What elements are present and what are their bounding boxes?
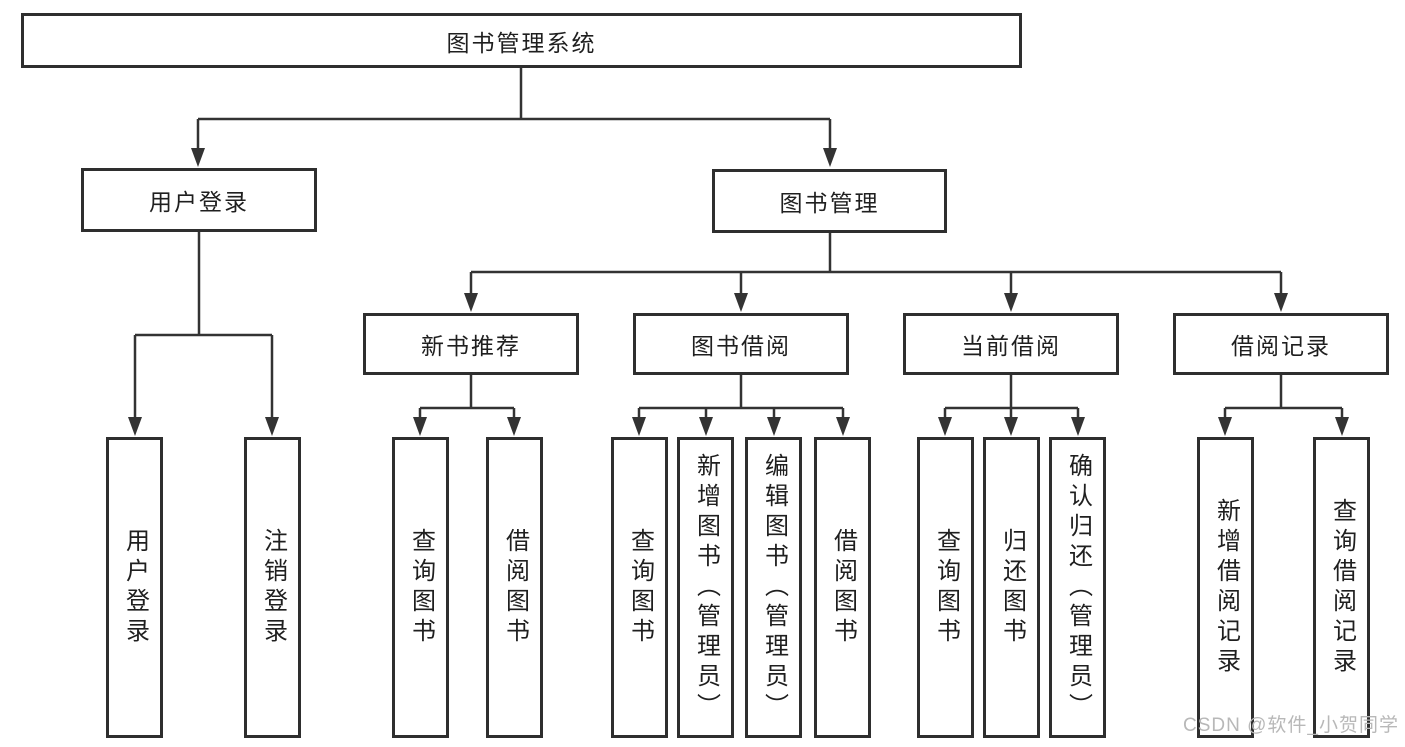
- leaf-add-book-admin-label: 新增图书（管理员）: [692, 452, 720, 723]
- arrowheads-user-login-children: [128, 417, 279, 436]
- node-system-root: 图书管理系统: [21, 13, 1022, 68]
- node-user-login-label: 用户登录: [149, 189, 249, 215]
- node-book-borrow-label: 图书借阅: [691, 333, 791, 359]
- connector-new-book-recommend-children: [418, 375, 516, 420]
- node-new-book-recommend-label: 新书推荐: [421, 333, 521, 359]
- leaf-query-borrow-record-label: 查询借阅记录: [1328, 497, 1356, 678]
- leaf-logout: 注销登录: [244, 437, 301, 738]
- connector-book-borrow-children: [637, 375, 845, 420]
- leaf-edit-book-admin-label: 编辑图书（管理员）: [760, 452, 788, 723]
- connector-borrow-records-children: [1223, 375, 1344, 420]
- leaf-add-book-admin: 新增图书（管理员）: [677, 437, 734, 738]
- node-new-book-recommend: 新书推荐: [363, 313, 579, 375]
- leaf-borrow-books-recommend-label: 借阅图书: [501, 527, 529, 648]
- arrowheads-new-book-recommend-children: [413, 417, 521, 436]
- node-book-management: 图书管理: [712, 169, 947, 233]
- arrowheads-level3: [464, 293, 1288, 312]
- leaf-query-borrow-record: 查询借阅记录: [1313, 437, 1370, 738]
- leaf-borrow-books-recommend: 借阅图书: [486, 437, 543, 738]
- leaf-borrow-books-label: 借阅图书: [829, 527, 857, 648]
- leaf-query-books-recommend: 查询图书: [392, 437, 449, 738]
- leaf-logout-label: 注销登录: [259, 527, 287, 648]
- leaf-query-books-borrow-label: 查询图书: [626, 527, 654, 648]
- arrowheads-book-borrow-children: [632, 417, 850, 436]
- leaf-add-borrow-record-label: 新增借阅记录: [1212, 497, 1240, 678]
- leaf-user-login-label: 用户登录: [121, 527, 149, 648]
- leaf-confirm-return-admin-label: 确认归还（管理员）: [1064, 452, 1092, 723]
- node-current-borrow: 当前借阅: [903, 313, 1119, 375]
- leaf-user-login: 用户登录: [106, 437, 163, 738]
- arrowheads-level2: [191, 148, 837, 167]
- connector-current-borrow-children: [943, 375, 1080, 420]
- leaf-edit-book-admin: 编辑图书（管理员）: [745, 437, 802, 738]
- connector-book-management-children: [469, 233, 1283, 296]
- leaf-query-books-borrow: 查询图书: [611, 437, 668, 738]
- node-borrow-records-label: 借阅记录: [1231, 333, 1331, 359]
- leaf-confirm-return-admin: 确认归还（管理员）: [1049, 437, 1106, 738]
- connector-user-login-children: [133, 232, 274, 420]
- node-current-borrow-label: 当前借阅: [961, 333, 1061, 359]
- csdn-watermark: CSDN @软件_小贺同学: [1183, 715, 1399, 736]
- node-user-login: 用户登录: [81, 168, 317, 232]
- arrowheads-borrow-records-children: [1218, 417, 1349, 436]
- leaf-borrow-books: 借阅图书: [814, 437, 871, 738]
- node-book-borrow: 图书借阅: [633, 313, 849, 375]
- connector-root-to-level2: [196, 68, 832, 152]
- leaf-return-book-label: 归还图书: [998, 527, 1026, 648]
- node-system-root-label: 图书管理系统: [446, 29, 597, 56]
- leaf-add-borrow-record: 新增借阅记录: [1197, 437, 1254, 738]
- leaf-query-books-recommend-label: 查询图书: [407, 527, 435, 648]
- leaf-return-book: 归还图书: [983, 437, 1040, 738]
- node-book-management-label: 图书管理: [779, 190, 880, 216]
- arrowheads-current-borrow-children: [938, 417, 1085, 436]
- leaf-query-books-current: 查询图书: [917, 437, 974, 738]
- node-borrow-records: 借阅记录: [1173, 313, 1389, 375]
- leaf-query-books-current-label: 查询图书: [932, 527, 960, 648]
